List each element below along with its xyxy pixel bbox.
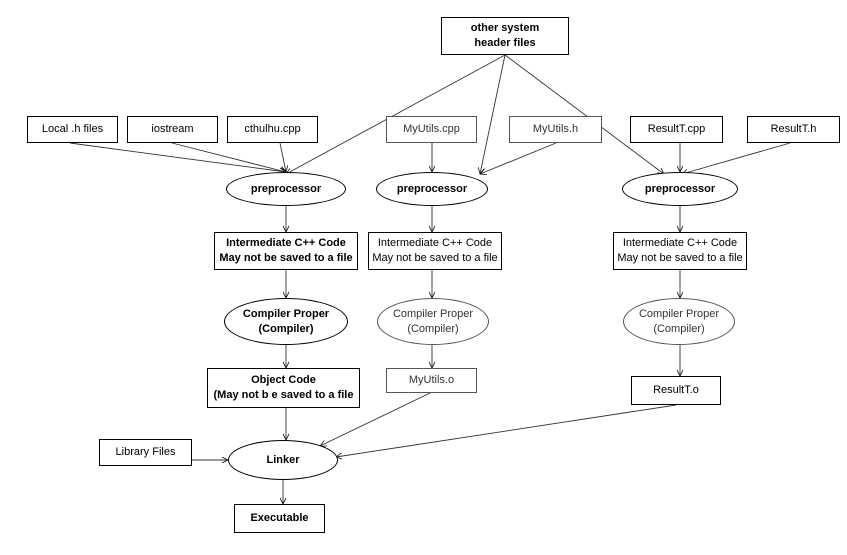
intermediate-code-2: Intermediate C++ Code May not be saved t… (368, 232, 502, 270)
myutils-cpp-box: MyUtils.cpp (386, 116, 477, 143)
preprocessor-2: preprocessor (376, 172, 488, 206)
myutils-h-box: MyUtils.h (509, 116, 602, 143)
edge-header-pp3 (504, 54, 664, 174)
edge-o3-linker (336, 404, 677, 457)
resultt-cpp-box: ResultT.cpp (630, 116, 723, 143)
edge-cthulhu-pp1 (279, 142, 286, 172)
resultt-h-box: ResultT.h (747, 116, 840, 143)
system-header-files-box: other system header files (441, 17, 569, 55)
edge-o2-linker (320, 392, 431, 446)
edge-header-pp2 (480, 54, 506, 174)
library-files-box: Library Files (99, 439, 192, 466)
edge-myutilsh-pp2 (480, 142, 557, 174)
edge-resultth-pp3 (682, 142, 791, 174)
resultt-o-box: ResultT.o (631, 376, 721, 405)
iostream-box: iostream (127, 116, 218, 143)
preprocessor-1: preprocessor (226, 172, 346, 206)
local-h-files-box: Local .h files (27, 116, 118, 143)
compiler-proper-1: Compiler Proper (Compiler) (224, 298, 348, 345)
edge-header-pp1 (286, 54, 506, 174)
cthulhu-cpp-box: cthulhu.cpp (227, 116, 318, 143)
executable-box: Executable (234, 504, 325, 533)
edge-localh-pp1 (69, 142, 286, 172)
preprocessor-3: preprocessor (622, 172, 738, 206)
compiler-proper-2: Compiler Proper (Compiler) (377, 298, 489, 345)
intermediate-code-3: Intermediate C++ Code May not be saved t… (613, 232, 747, 270)
intermediate-code-1: Intermediate C++ Code May not be saved t… (214, 232, 358, 270)
object-code-box: Object Code (May not b e saved to a file (207, 368, 360, 408)
edge-iostream-pp1 (171, 142, 286, 172)
compiler-proper-3: Compiler Proper (Compiler) (623, 298, 735, 345)
linker: Linker (228, 440, 338, 480)
myutils-o-box: MyUtils.o (386, 368, 477, 393)
